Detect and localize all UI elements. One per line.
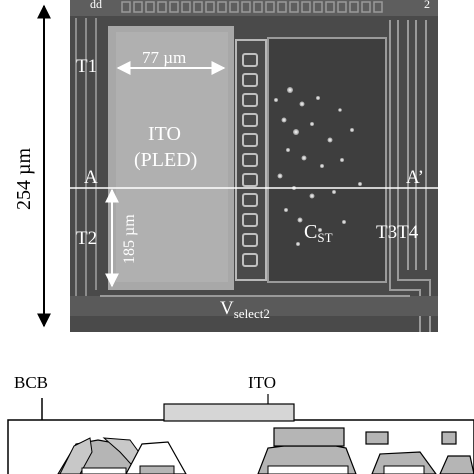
left-tft-base [81, 467, 127, 474]
top-bus-ticks [121, 1, 383, 13]
label-ito-cross: ITO [248, 373, 276, 392]
far-right-structure [439, 455, 474, 474]
top-left-label: dd [90, 0, 102, 11]
micrograph-panel: dd 2 T1 77 µm ITO (PLED) A A’ T2 185 µm … [70, 0, 438, 332]
ito-top-pad [163, 403, 295, 422]
label-pled: (PLED) [134, 149, 197, 171]
right-small-pad-1 [365, 431, 389, 445]
right-stack-inner [267, 465, 349, 474]
capacitor-particles [274, 87, 362, 246]
label-bcb: BCB [14, 373, 48, 392]
label-width: 77 µm [142, 48, 186, 67]
label-t2: T2 [76, 228, 97, 249]
left-metal-lines [75, 18, 97, 300]
label-height: 254 µm [13, 147, 35, 210]
right-edge-base [383, 465, 425, 474]
right-small-pad-2 [441, 431, 457, 445]
label-a: A [84, 167, 98, 188]
label-a-prime: A’ [406, 167, 424, 188]
right-stack-pad [273, 427, 345, 447]
right-metal-lines [389, 20, 431, 332]
top-right-label: 2 [424, 0, 430, 11]
label-ito: ITO [148, 123, 181, 145]
label-t3t4: T3T4 [376, 222, 419, 243]
label-cst: CST [304, 221, 333, 245]
label-t1: T1 [76, 56, 97, 77]
storage-pad-squares [242, 53, 258, 267]
bottom-select-line [70, 296, 438, 316]
left-tft-cap [59, 437, 93, 474]
cross-section-panel: BCB ITO [7, 373, 474, 474]
middle-tft-base [139, 465, 175, 474]
label-vselect: Vselect2 [220, 298, 270, 321]
storage-pad-column [235, 39, 267, 281]
storage-capacitor-region [267, 37, 387, 283]
label-length: 185 µm [121, 214, 138, 264]
